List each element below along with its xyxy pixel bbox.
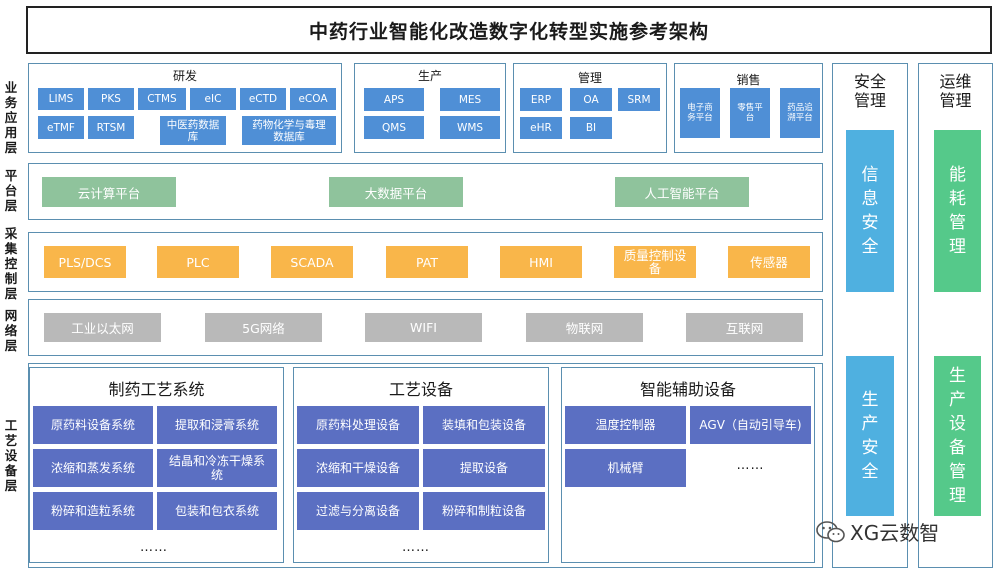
watermark: XG云数智	[816, 517, 939, 546]
layer-label-platform: 平台层	[4, 168, 18, 213]
layer-label-business: 业务应用层	[4, 80, 18, 155]
rd-item-etmf[interactable]: eTMF	[38, 116, 84, 139]
platform-ai[interactable]: 人工智能平台	[615, 177, 749, 207]
security-production[interactable]: 生产安全	[846, 356, 894, 516]
sales-item-retail[interactable]: 零售平台	[730, 88, 770, 138]
wechat-icon	[816, 520, 845, 542]
management-item-srm[interactable]: SRM	[618, 88, 660, 111]
ops-equipment-label: 生产设备管理	[949, 366, 966, 506]
aux-item-robot-arm[interactable]: 机械臂	[565, 449, 686, 487]
watermark-text: XG云数智	[850, 521, 940, 545]
platform-bigdata[interactable]: 大数据平台	[329, 177, 463, 207]
production-item-aps[interactable]: APS	[364, 88, 424, 111]
security-production-label: 生产安全	[861, 390, 879, 482]
pharma-item-crystallization[interactable]: 结晶和冷冻干燥系统	[157, 449, 277, 487]
rd-item-ctms[interactable]: CTMS	[138, 88, 186, 110]
rd-item-lims[interactable]: LIMS	[38, 88, 84, 110]
production-item-wms[interactable]: WMS	[440, 116, 500, 139]
control-sensor[interactable]: 传感器	[728, 246, 810, 278]
control-pls-dcs[interactable]: PLS/DCS	[44, 246, 126, 278]
process-pharma-title: 制药工艺系统	[108, 380, 205, 399]
control-scada[interactable]: SCADA	[271, 246, 353, 278]
rd-item-ectd[interactable]: eCTD	[240, 88, 286, 110]
aux-item-temperature-controller[interactable]: 温度控制器	[565, 406, 686, 444]
equipment-item-concentration-drying[interactable]: 浓缩和干燥设备	[297, 449, 419, 487]
management-item-oa[interactable]: OA	[570, 88, 612, 111]
business-management-title: 管理	[577, 71, 602, 85]
management-item-erp[interactable]: ERP	[520, 88, 562, 111]
layer-label-process: 工艺设备层	[4, 418, 18, 493]
rd-item-pks[interactable]: PKS	[88, 88, 134, 110]
platform-cloud[interactable]: 云计算平台	[42, 177, 176, 207]
rd-item-rtsm[interactable]: RTSM	[88, 116, 134, 139]
pharma-item-concentration[interactable]: 浓缩和蒸发系统	[33, 449, 153, 487]
pharma-item-crushing[interactable]: 粉碎和造粒系统	[33, 492, 153, 530]
aux-more: ……	[736, 458, 765, 473]
management-item-bi[interactable]: BI	[570, 117, 612, 139]
pharma-item-packaging[interactable]: 包装和包衣系统	[157, 492, 277, 530]
network-5g[interactable]: 5G网络	[205, 313, 322, 342]
network-iot[interactable]: 物联网	[526, 313, 643, 342]
equipment-item-filling-packing[interactable]: 装填和包装设备	[423, 406, 545, 444]
security-info-label: 信息安全	[861, 165, 879, 257]
ops-title: 运维管理	[939, 72, 972, 110]
network-industrial-ethernet[interactable]: 工业以太网	[44, 313, 161, 342]
aux-item-agv[interactable]: AGV（自动引导车)	[690, 406, 811, 444]
control-hmi[interactable]: HMI	[500, 246, 582, 278]
layer-label-control: 采集控制层	[4, 226, 18, 301]
equipment-item-filtration[interactable]: 过滤与分离设备	[297, 492, 419, 530]
production-item-mes[interactable]: MES	[440, 88, 500, 111]
equipment-item-raw-processing[interactable]: 原药料处理设备	[297, 406, 419, 444]
ops-equipment[interactable]: 生产设备管理	[934, 356, 981, 516]
business-sales-title: 销售	[736, 73, 761, 87]
process-equipment-title: 工艺设备	[388, 380, 453, 399]
rd-item-tcm-database[interactable]: 中医药数据库	[160, 116, 226, 145]
pharma-item-extraction[interactable]: 提取和浸膏系统	[157, 406, 277, 444]
rd-item-eic[interactable]: eIC	[190, 88, 236, 110]
ops-energy[interactable]: 能耗管理	[934, 130, 981, 292]
diagram-title: 中药行业智能化改造数字化转型实施参考架构	[26, 6, 992, 54]
equipment-item-extraction[interactable]: 提取设备	[423, 449, 545, 487]
business-production-title: 生产	[417, 69, 442, 83]
security-title: 安全管理	[853, 72, 886, 110]
equipment-item-granulation[interactable]: 粉碎和制粒设备	[423, 492, 545, 530]
pharma-item-raw-material[interactable]: 原药料设备系统	[33, 406, 153, 444]
management-item-ehr[interactable]: eHR	[520, 117, 562, 139]
control-quality-equipment[interactable]: 质量控制设备	[614, 246, 696, 278]
business-rd-title: 研发	[172, 69, 197, 83]
rd-item-ecoa[interactable]: eCOA	[290, 88, 336, 110]
sales-item-traceability[interactable]: 药品追溯平台	[780, 88, 820, 138]
network-internet[interactable]: 互联网	[686, 313, 803, 342]
network-wifi[interactable]: WIFI	[365, 313, 482, 342]
pharma-more: ……	[140, 540, 168, 555]
security-info[interactable]: 信息安全	[846, 130, 894, 292]
rd-item-chem-tox-database[interactable]: 药物化学与毒理数据库	[242, 116, 336, 145]
ops-energy-label: 能耗管理	[949, 165, 966, 257]
process-aux-title: 智能辅助设备	[639, 380, 736, 399]
control-pat[interactable]: PAT	[386, 246, 468, 278]
control-plc[interactable]: PLC	[157, 246, 239, 278]
equipment-more: ……	[402, 540, 430, 555]
sales-item-ecommerce[interactable]: 电子商务平台	[680, 88, 720, 138]
production-item-qms[interactable]: QMS	[364, 116, 424, 139]
layer-label-network: 网络层	[4, 308, 18, 353]
